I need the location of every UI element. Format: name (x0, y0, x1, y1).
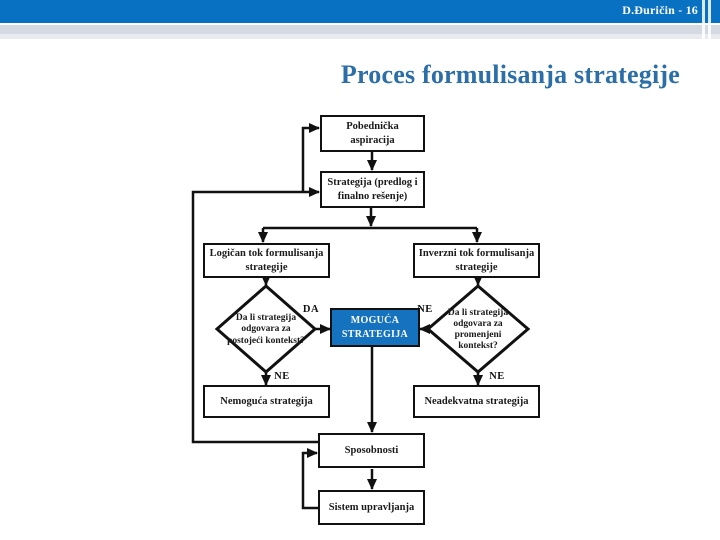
node-sistem-upravljanja: Sistem upravljanja (318, 490, 425, 525)
edge-label-ne-right: NE (489, 371, 505, 382)
decor-stripe (708, 0, 711, 39)
decision-postojeci-kontekst: Da li strategija odgovara za postojeći k… (227, 313, 305, 346)
edge-label-da: DA (302, 304, 320, 315)
node-logican-tok: Logičan tok formulisanja strategije (203, 243, 330, 278)
node-nemoguca-strategija: Nemoguća strategija (203, 385, 330, 418)
header-divider-bar (0, 25, 720, 34)
slide-number-label: D.Đuričin - 16 (622, 3, 698, 17)
header-bar (0, 0, 720, 23)
edge-label-ne-left: NE (274, 371, 290, 382)
node-moguca-strategija: MOGUĆA STRATEGIJA (330, 308, 420, 347)
edge-label-ne-to-moguca: NE (417, 304, 433, 315)
node-pobednicka-aspiracija: Pobednička aspiracija (320, 115, 425, 152)
slide-title: Proces formulisanja strategije (340, 60, 680, 89)
node-strategija-predlog: Strategija (predlog i finalno rešenje) (320, 171, 425, 208)
node-sposobnosti: Sposobnosti (318, 433, 425, 468)
decor-stripe (702, 0, 705, 39)
node-neadekvatna-strategija: Neadekvatna strategija (413, 385, 540, 418)
header-divider-bar-light (0, 34, 720, 39)
node-inverzni-tok: Inverzni tok formulisanja strategije (413, 243, 540, 278)
decision-promenjeni-kontekst: Da li strategija odgovara za promenjeni … (447, 307, 509, 352)
